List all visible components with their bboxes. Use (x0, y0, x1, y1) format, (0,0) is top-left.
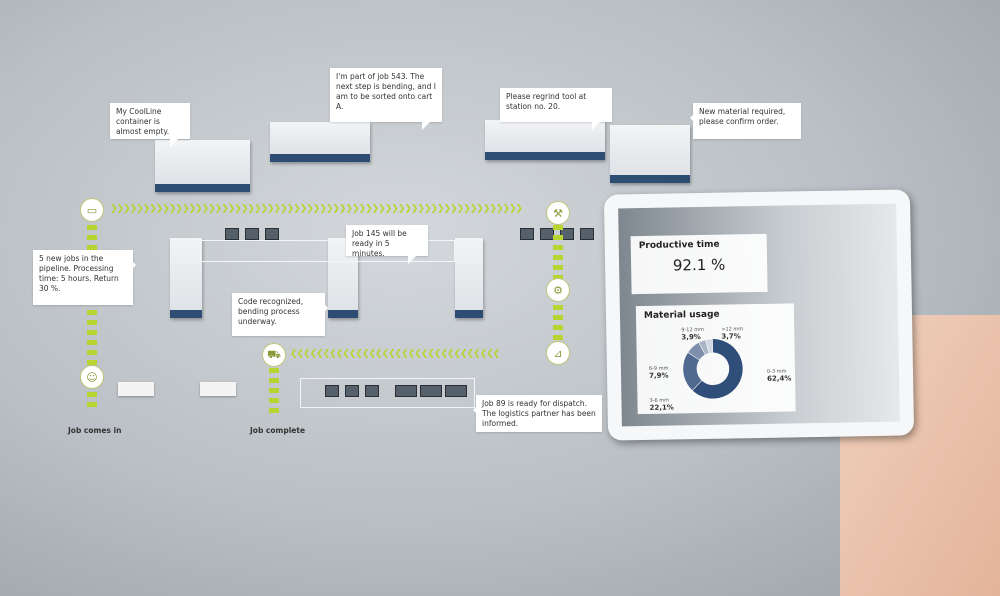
callout-job89: Job 89 is ready for dispatch. The logist… (473, 395, 602, 432)
callout-coolline: My CoolLine container is almost empty. (110, 103, 190, 147)
punch-machine (485, 120, 605, 160)
cart (540, 228, 554, 240)
desk (200, 382, 236, 396)
donut-value-label: 7,9% (649, 372, 669, 380)
cart (365, 385, 379, 397)
productive-time-title: Productive time (638, 239, 720, 252)
tablet-screen: Productive time 92.1 % Material usage 0-… (618, 203, 900, 427)
cart (265, 228, 279, 240)
callout-job543: I'm part of job 543. The next step is be… (330, 68, 442, 130)
laser-machine (155, 140, 250, 192)
punch-machine-2 (610, 125, 690, 183)
donut-value-label: 3,9% (681, 333, 701, 341)
donut-category-label: 9-12 mm (681, 327, 704, 333)
monitor-icon: ▭ (80, 198, 104, 222)
cart (245, 228, 259, 240)
cart (225, 228, 239, 240)
donut-value-label: 3,7% (721, 332, 741, 340)
flow-arrows-complete (269, 368, 279, 413)
donut-category-label: 6-9 mm (649, 366, 669, 372)
donut-category-label: >12 mm (721, 326, 743, 332)
donut-value-label: 62,4% (767, 374, 791, 382)
cart (345, 385, 359, 397)
cart (395, 385, 417, 397)
label-job-comes-in: Job comes in (68, 426, 122, 435)
cart (580, 228, 594, 240)
productive-time-value: 92.1 % (672, 255, 726, 275)
bending-machine-3 (455, 238, 483, 318)
callout-material: New material required, please confirm or… (690, 103, 801, 139)
callout-code: Code recognized, bending process underwa… (232, 293, 328, 336)
cart-track (200, 240, 455, 262)
bending-icon: ⊿ (546, 341, 570, 365)
cart (520, 228, 534, 240)
donut-slice-0 (691, 338, 744, 400)
donut-category-label: 0-3 mm (767, 369, 787, 375)
wrench-icon: ⚙ (546, 278, 570, 302)
user-icon: ☺ (80, 365, 104, 389)
flow-arrows-right (553, 305, 563, 340)
cart (325, 385, 339, 397)
dispatch-track (300, 378, 475, 408)
flow-arrows-right (553, 225, 563, 280)
callout-job145: Job 145 will be ready in 5 minutes. (346, 225, 428, 264)
bending-machine-1 (170, 238, 202, 318)
flow-arrows-left (87, 392, 97, 412)
callout-regrind: Please regrind tool at station no. 20. (500, 88, 612, 130)
productive-time-card: Productive time 92.1 % (630, 233, 768, 295)
flow-arrows-bottom: ❮❮❮❮❮❮❮❮❮❮❮❮❮❮❮❮❮❮❮❮❮❮❮❮❮❮❮❮❮❮❮❮ (290, 349, 500, 359)
callout-pipeline: 5 new jobs in the pipeline. Processing t… (33, 250, 136, 305)
sorting-machine (270, 122, 370, 162)
tablet: Productive time 92.1 % Material usage 0-… (603, 189, 915, 441)
flow-arrows-left (87, 310, 97, 365)
donut-slice-4 (705, 338, 713, 354)
flow-arrows-top: ❯❯❯❯❯❯❯❯❯❯❯❯❯❯❯❯❯❯❯❯❯❯❯❯❯❯❯❯❯❯❯❯❯❯❯❯❯❯❯❯… (110, 204, 523, 214)
tool-icon: ⚒ (546, 201, 570, 225)
truck-icon: ⛟ (262, 343, 286, 367)
flow-arrows-left (87, 225, 97, 255)
donut-value-label: 22,1% (650, 403, 674, 411)
cart (420, 385, 442, 397)
cart (445, 385, 467, 397)
desk (118, 382, 154, 396)
label-job-complete: Job complete (250, 426, 306, 435)
donut-category-label: 3-6 mm (649, 398, 669, 404)
